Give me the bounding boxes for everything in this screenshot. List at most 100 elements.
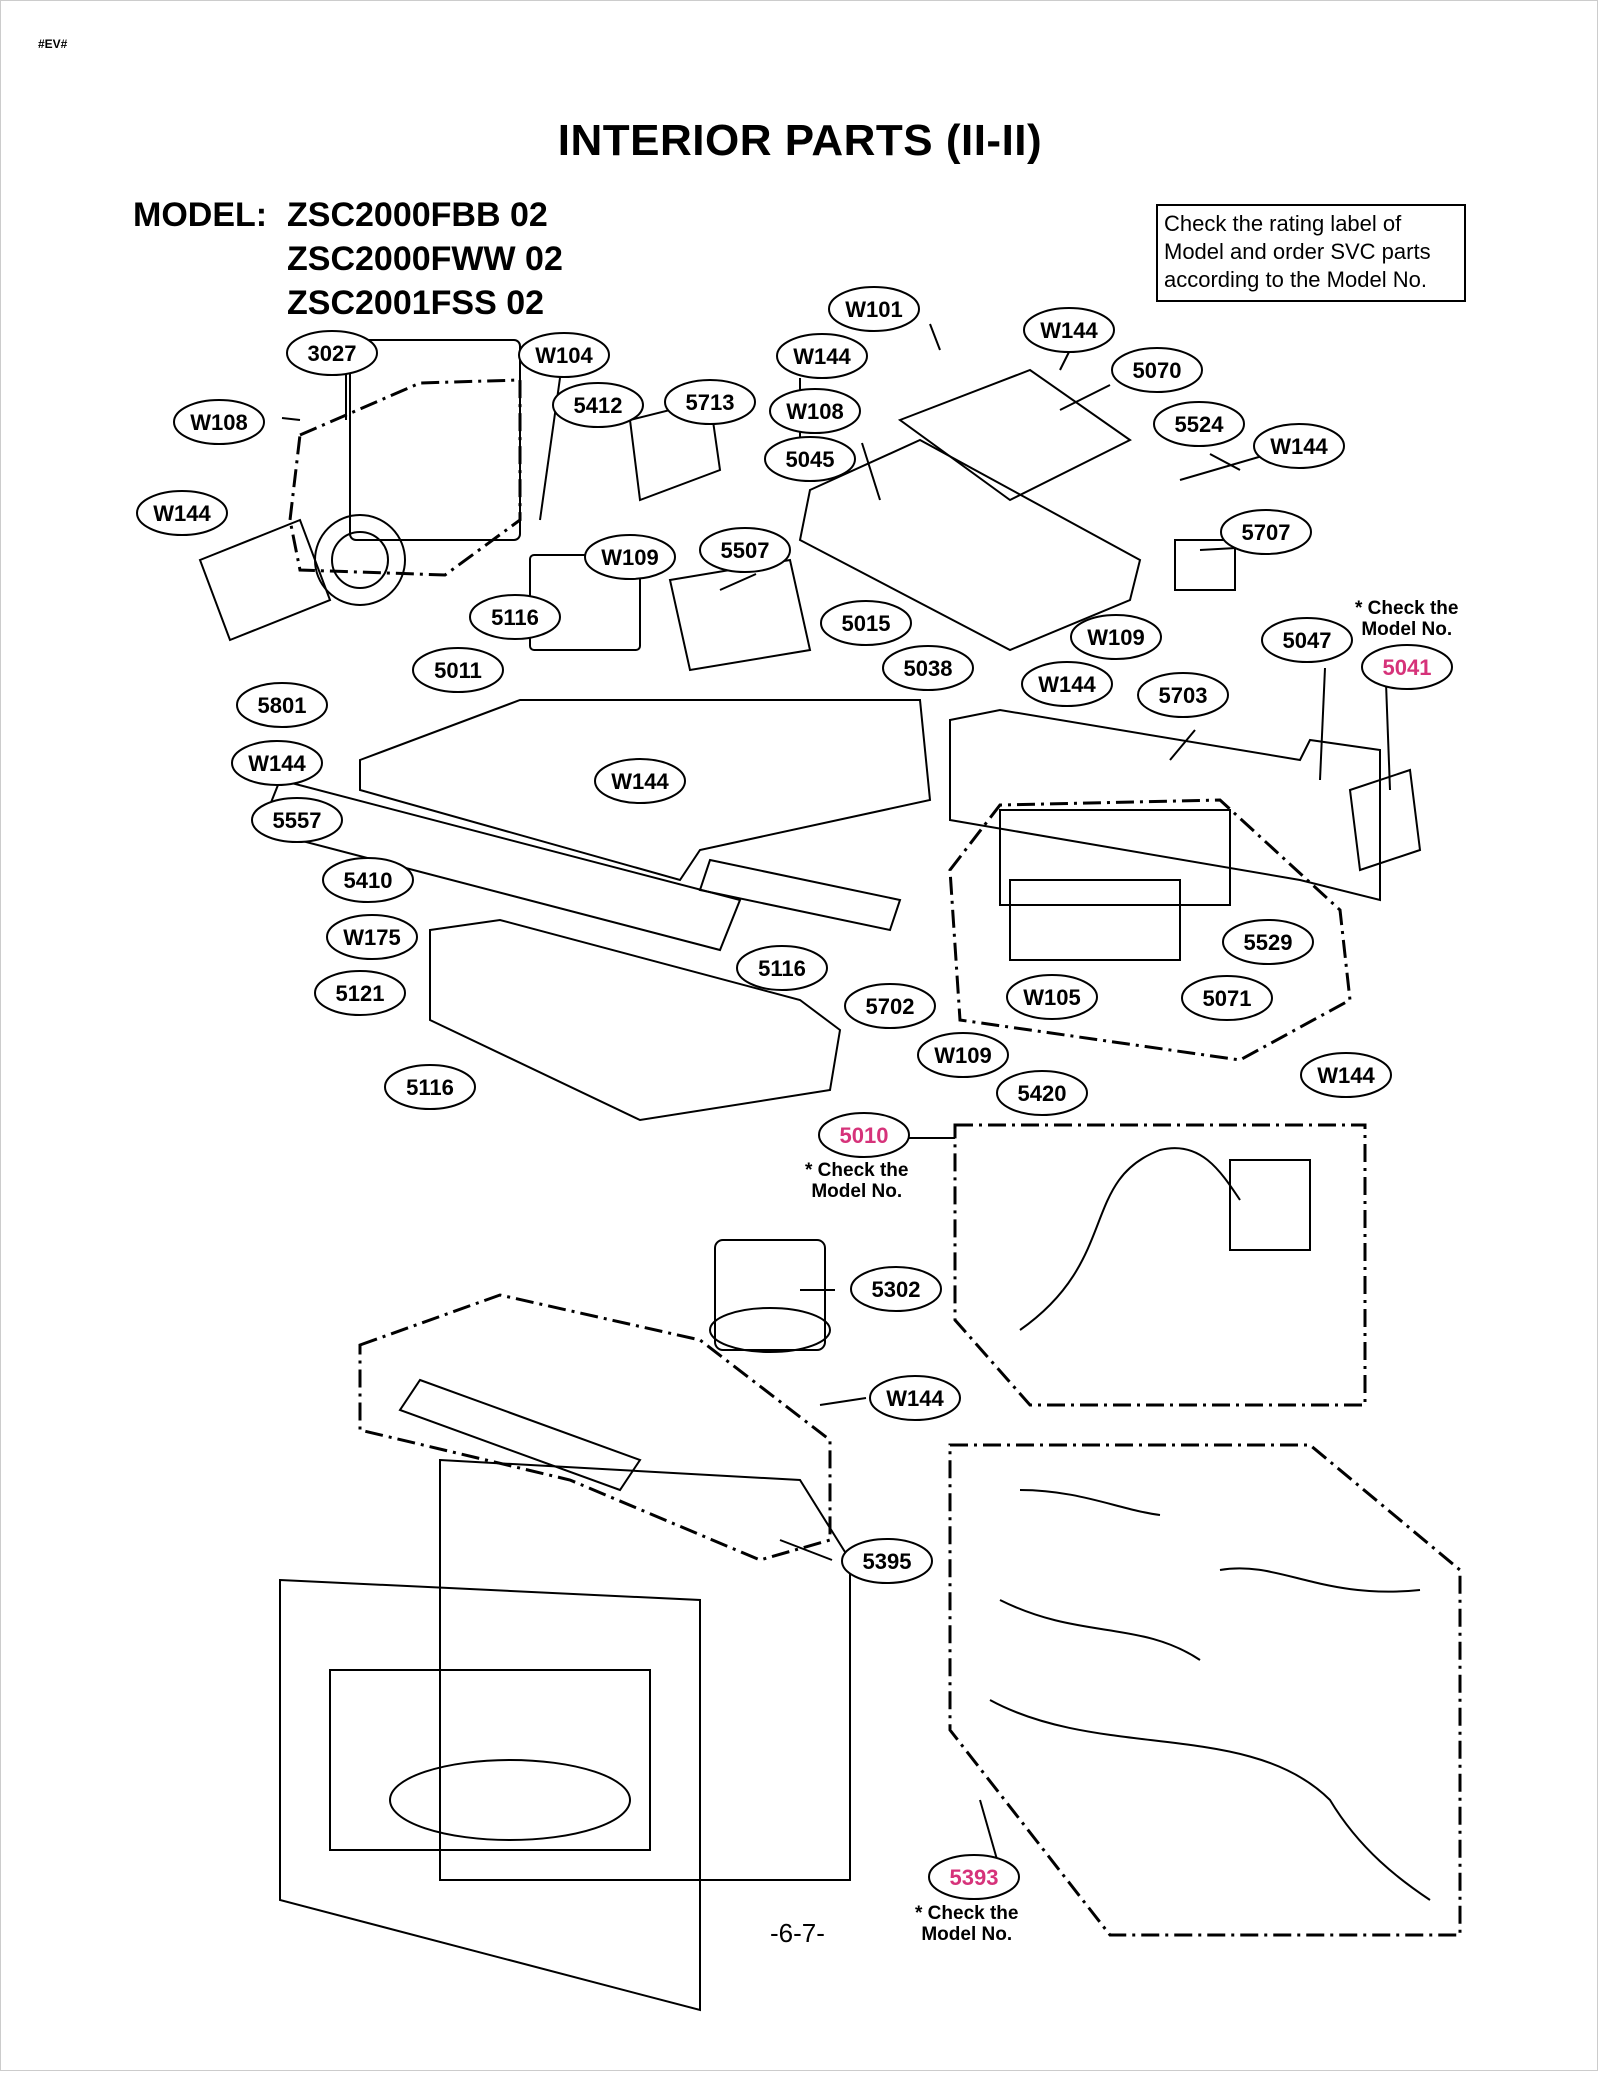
callout-W144: W144 [1300,1052,1392,1098]
harness-wire-2 [999,1599,1201,1661]
bracket-5702 [698,858,902,932]
page-title: INTERIOR PARTS (II-II) [557,116,1043,165]
callout-5702: 5702 [844,983,936,1029]
callout-label: W144 [611,769,669,794]
base-plate-5557 [359,699,932,882]
corner-tag: #EV# [38,37,68,51]
side-panel-5703 [949,708,1381,902]
callout-5045: 5045 [764,436,856,482]
callout-label: W109 [1087,625,1144,650]
callout-label: W101 [845,297,902,322]
callout-label: 5702 [866,994,915,1019]
callout-label: 5703 [1159,683,1208,708]
callout-5395: 5395 [841,1538,933,1584]
harness-wire-4 [989,1699,1431,1901]
callout-label: W105 [1023,985,1080,1010]
callout-label: W144 [886,1386,944,1411]
control-assembly-group [948,798,1352,1062]
harness-wire-1 [1019,1489,1161,1516]
callout-label: 5047 [1283,628,1332,653]
fan-blade [314,514,406,606]
rating-label-notice: Check the rating label of Model and orde… [1156,204,1466,302]
callout-label: W109 [934,1043,991,1068]
callout-W144: W144 [136,490,228,536]
callout-W109: W109 [917,1032,1009,1078]
heater-group-5395 [358,1293,832,1562]
control-pcb-5071 [1009,879,1181,961]
harness-group-5010 [953,1123,1367,1407]
callout-W144: W144 [231,740,323,786]
callout-5801: 5801 [236,682,328,728]
callout-5071: 5071 [1181,975,1273,1021]
callout-5420: 5420 [996,1070,1088,1116]
callout-5557: 5557 [251,797,343,843]
callout-label: 5010 [840,1123,889,1148]
callout-label: W104 [535,343,593,368]
callout-label: W144 [793,344,851,369]
pcb-board [897,368,1132,502]
oven-cavity-back [439,1458,851,1881]
harness-cable-5010 [1019,1147,1241,1331]
callout-label: W144 [1038,672,1096,697]
callout-W101: W101 [828,286,920,332]
harness-wire-3 [1219,1567,1421,1593]
callout-label: W108 [786,399,843,424]
harness-plate [1229,1159,1311,1251]
oven-cavity-front [279,1578,701,2012]
callout-5116: 5116 [384,1064,476,1110]
callout-label: 5116 [758,956,806,981]
model-number-1: ZSC2000FBB 02 [287,196,548,234]
callout-label: 5707 [1242,520,1291,545]
fan-motor [349,339,521,541]
callout-label: W144 [1270,434,1328,459]
callout-label: W175 [343,925,400,950]
fan-duct [198,518,332,642]
callout-label: 5529 [1244,930,1293,955]
callout-label: 5557 [273,808,322,833]
callout-5524: 5524 [1153,401,1245,447]
callout-W144: W144 [1253,423,1345,469]
callout-label: W144 [153,501,211,526]
callout-3027: 3027 [286,330,378,376]
callout-W175: W175 [326,914,418,960]
model-label: MODEL: [133,196,268,234]
callout-W144: W144 [594,758,686,804]
callout-5010: 5010 [818,1112,910,1158]
callout-5529: 5529 [1222,919,1314,965]
callout-W108: W108 [173,399,265,445]
callout-W144: W144 [776,333,868,379]
callout-label: 5015 [842,611,891,636]
callout-5116: 5116 [469,594,561,640]
callout-5302: 5302 [850,1266,942,1312]
callout-W108: W108 [769,388,861,434]
callout-label: 5524 [1175,412,1225,437]
callout-label: 5302 [872,1277,921,1302]
callout-5393: 5393 [928,1854,1020,1900]
callout-5703: 5703 [1137,672,1229,718]
model-number-2: ZSC2000FWW 02 [287,240,563,278]
callout-label: 5116 [491,605,539,630]
callout-5070: 5070 [1111,347,1203,393]
keypad-frame [999,809,1231,906]
heater-element [398,1378,642,1492]
callout-W144: W144 [1023,307,1115,353]
callout-label: 5038 [904,656,953,681]
callout-label: W144 [1317,1063,1375,1088]
fan-assembly-group [288,378,522,577]
door-sensor-5041 [1348,768,1422,872]
callout-5038: 5038 [882,645,974,691]
callout-5713: 5713 [664,379,756,425]
page-number: -6-7- [770,1918,825,1948]
transformer [1174,539,1236,591]
callout-W104: W104 [518,332,610,378]
callout-5707: 5707 [1220,509,1312,555]
callout-label: 5713 [686,390,735,415]
callout-label: 5071 [1203,986,1252,1011]
latch-block [668,558,812,672]
callout-label: 5393 [950,1865,999,1890]
callout-5507: 5507 [699,527,791,573]
